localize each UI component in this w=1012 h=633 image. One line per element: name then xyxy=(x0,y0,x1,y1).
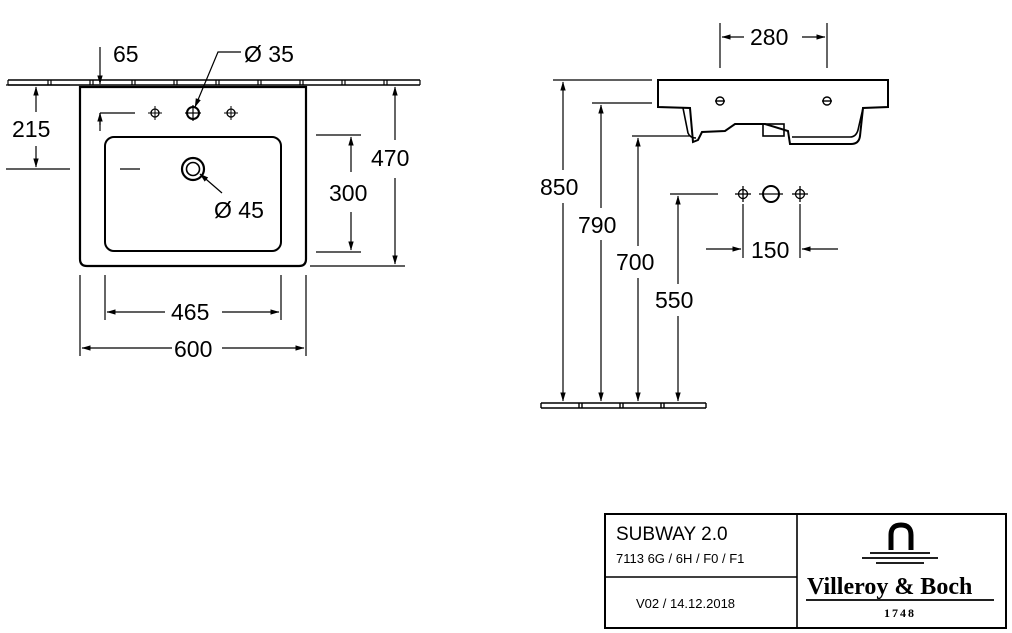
dim-300-label: 300 xyxy=(329,180,367,206)
product-name: SUBWAY 2.0 xyxy=(616,524,728,545)
dim-465-label: 465 xyxy=(171,299,209,325)
dim-470-label: 470 xyxy=(371,145,409,171)
side-view-labels: 280 850 790 700 550 150 xyxy=(540,24,789,313)
wall-connection-left xyxy=(735,186,751,202)
dim-d35-leader xyxy=(194,51,241,108)
dim-280-lines xyxy=(719,23,828,68)
title-block: SUBWAY 2.0 7113 6G / 6H / F0 / F1 V02 / … xyxy=(604,513,1007,629)
dim-65-label: 65 xyxy=(113,41,139,67)
side-view xyxy=(540,23,889,409)
dim-150-label: 150 xyxy=(751,237,789,263)
dim-600-label: 600 xyxy=(174,336,212,362)
dim-550-label: 550 xyxy=(655,287,693,313)
dim-150-lines xyxy=(706,204,838,258)
floor-line xyxy=(540,402,707,409)
dim-700-label: 700 xyxy=(616,249,654,275)
bowl-floor xyxy=(682,107,697,139)
dim-280-label: 280 xyxy=(750,24,788,50)
side-tap-holes xyxy=(715,96,832,106)
dim-470-lines xyxy=(310,86,405,267)
tap-hole-right xyxy=(224,106,238,120)
brand-logo-icon xyxy=(862,522,938,564)
drain-outlet xyxy=(762,123,785,137)
bowl-outline xyxy=(104,136,282,252)
dim-600-lines xyxy=(79,275,307,356)
version-date: V02 / 14.12.2018 xyxy=(636,596,735,611)
brand-name: Villeroy & Boch xyxy=(807,574,972,600)
drain-symbol xyxy=(120,156,206,182)
brand-year: 1748 xyxy=(884,606,916,620)
basin-side-profile xyxy=(657,79,889,145)
dim-d45-label: Ø 45 xyxy=(214,197,264,223)
dim-300-lines xyxy=(316,134,361,253)
wall-connection-center xyxy=(759,185,783,203)
wall-line xyxy=(7,79,421,86)
product-codes: 7113 6G / 6H / F0 / F1 xyxy=(616,551,744,566)
basin-outline xyxy=(78,85,308,268)
dim-d35-label: Ø 35 xyxy=(244,41,294,67)
dim-215-lines xyxy=(6,84,70,170)
wall-connection-right xyxy=(792,186,808,202)
tap-hole-left xyxy=(148,106,162,120)
dim-215-label: 215 xyxy=(12,116,50,142)
dim-465-lines xyxy=(104,275,282,320)
top-view-labels: 65 Ø 35 215 470 300 Ø 45 465 600 xyxy=(12,41,409,362)
dim-790-label: 790 xyxy=(578,212,616,238)
tap-hole-main xyxy=(185,105,201,121)
dim-850-label: 850 xyxy=(540,174,578,200)
top-view xyxy=(6,47,421,356)
dim-d45-leader xyxy=(199,173,223,194)
